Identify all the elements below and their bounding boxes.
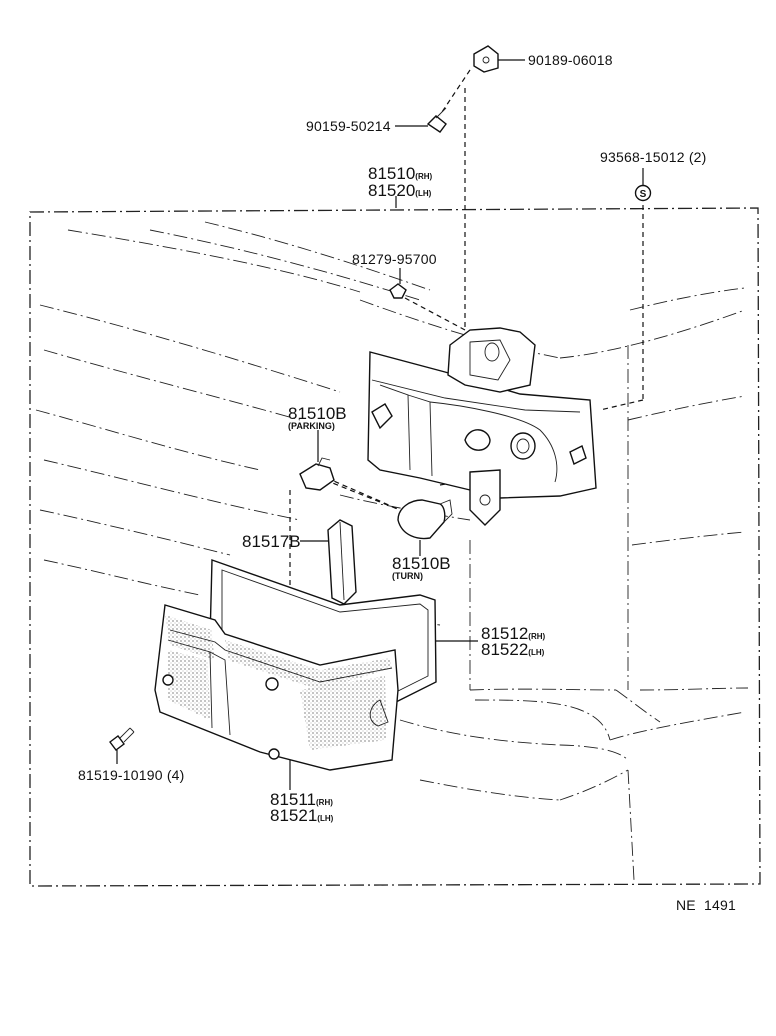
clip-label: 90189-06018 bbox=[528, 52, 613, 68]
lens-gasket-label: 81512(RH) 81522(LH) bbox=[481, 624, 546, 659]
turn-bulb-part bbox=[397, 499, 453, 556]
nut-label: 93568-15012 (2) bbox=[600, 149, 707, 165]
parking-bulb-label: 81510B (PARKING) bbox=[288, 404, 347, 431]
svg-text:81511(RH): 81511(RH) bbox=[270, 790, 333, 809]
lens-label: 81511(RH) 81521(LH) bbox=[270, 790, 334, 825]
screw-top-part bbox=[395, 107, 447, 133]
svg-text:81522(LH): 81522(LH) bbox=[481, 640, 545, 659]
lens-screw-part bbox=[109, 727, 135, 764]
svg-text:81521(LH): 81521(LH) bbox=[270, 806, 334, 825]
turn-bulb-label: 81510B (TURN) bbox=[392, 554, 451, 581]
lens-part bbox=[154, 604, 399, 790]
leader-lines bbox=[289, 69, 644, 590]
svg-text:S: S bbox=[640, 189, 647, 200]
vehicle-body-lines bbox=[35, 221, 749, 881]
gasket-strip-label: 81517B bbox=[242, 532, 301, 551]
assembly-boundary bbox=[29, 207, 761, 887]
clip-part bbox=[473, 45, 525, 73]
figure-code: NE 1491 bbox=[676, 897, 736, 913]
screw-top-label: 90159-50214 bbox=[306, 118, 391, 134]
nut-part: S bbox=[634, 168, 652, 202]
svg-text:81510(RH): 81510(RH) bbox=[368, 164, 433, 183]
parking-bulb-part bbox=[299, 430, 335, 491]
socket-screw-part bbox=[389, 268, 407, 299]
lamp-assembly-label: 81510(RH) 81520(LH) bbox=[368, 164, 433, 200]
svg-text:81512(RH): 81512(RH) bbox=[481, 624, 546, 643]
svg-text:81510B: 81510B bbox=[392, 554, 451, 573]
svg-text:(TURN): (TURN) bbox=[392, 571, 423, 581]
socket-screw-label: 81279-95700 bbox=[352, 251, 437, 267]
svg-text:(PARKING): (PARKING) bbox=[288, 421, 335, 431]
svg-text:81520(LH): 81520(LH) bbox=[368, 181, 432, 200]
lamp-housing-part bbox=[367, 327, 597, 526]
gasket-strip-part bbox=[300, 519, 357, 605]
lens-screw-label: 81519-10190 (4) bbox=[78, 767, 185, 783]
svg-text:81510B: 81510B bbox=[288, 404, 347, 423]
